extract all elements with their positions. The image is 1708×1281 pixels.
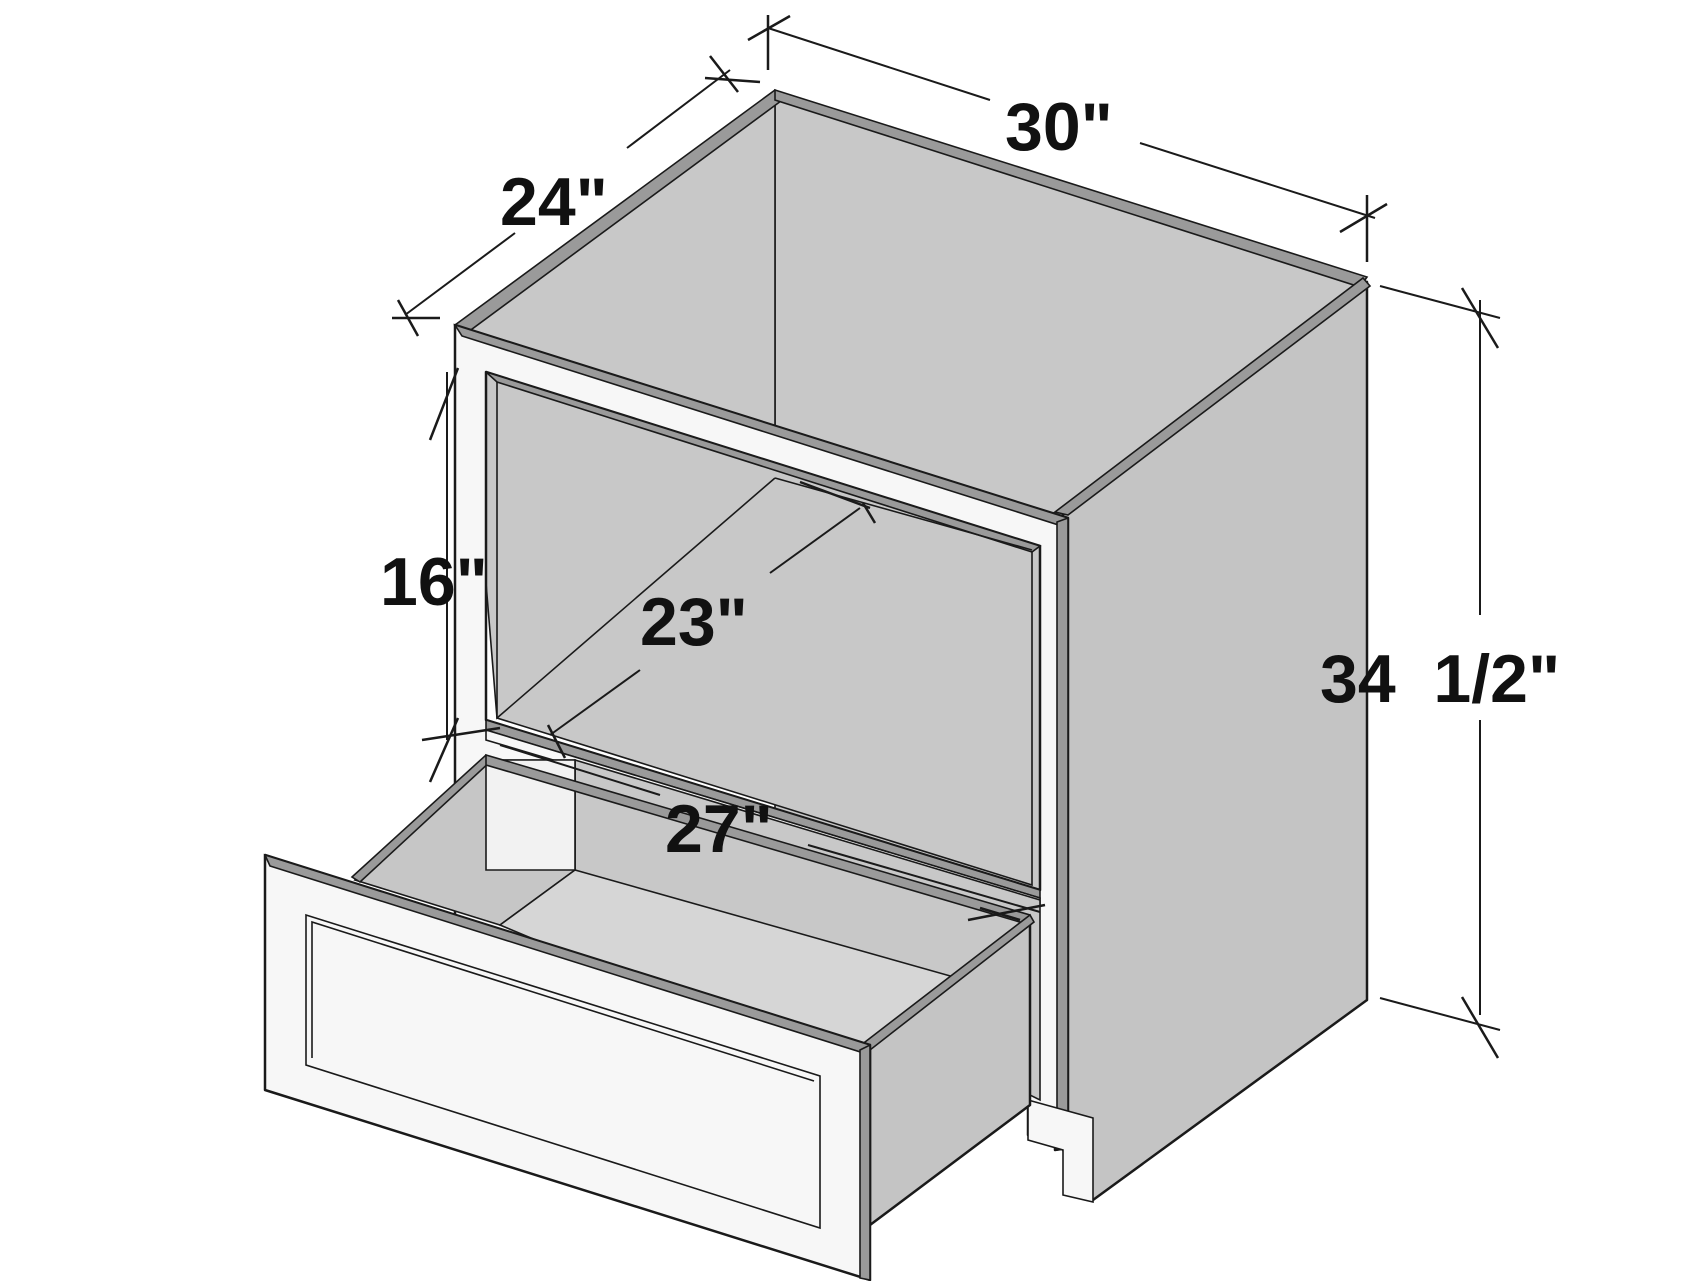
- opening-depth-dim-line-a: [769, 507, 861, 574]
- dimension-lines: [392, 14, 1501, 1059]
- height-label: 34 1/2": [1320, 641, 1560, 717]
- height-ext-top: [1379, 285, 1501, 319]
- opening-height-label: 16": [380, 544, 488, 620]
- opening-depth-dim-line-b: [549, 669, 641, 736]
- opening-width-dim-line-a: [499, 744, 661, 796]
- opening-height-tick-bottom: [428, 717, 460, 783]
- width-dim-line-b: [1139, 142, 1376, 219]
- opening-width-tick-right-b: [979, 906, 1021, 922]
- opening-inner-edge: [485, 371, 1042, 553]
- opening-shelf-back-line: [496, 477, 776, 719]
- drawer: [263, 753, 1041, 1281]
- opening-shelf-rear-line: [774, 477, 1033, 551]
- depth-tick-top-ext: [704, 76, 761, 84]
- depth-dim-line-b: [404, 232, 516, 316]
- opening-depth-label: 23": [640, 584, 748, 660]
- opening-height-ext-bottom: [421, 726, 501, 742]
- drawer-front-right-edge: [859, 1043, 871, 1281]
- height-tick-top: [1460, 287, 1500, 349]
- drawer-recessed-panel: [305, 913, 821, 1230]
- opening-height-tick-top: [428, 367, 460, 441]
- width-label: 30": [1005, 89, 1113, 165]
- opening-width-dim-line-b: [807, 844, 1041, 913]
- depth-tick-top: [709, 55, 739, 93]
- drawer-panel-bevel: [311, 920, 815, 1082]
- face-frame-right-edge: [1056, 516, 1069, 1151]
- opening-depth-tick-top-ext: [799, 480, 871, 510]
- height-tick-bottom: [1460, 996, 1500, 1059]
- opening-width-label: 27": [665, 791, 773, 867]
- depth-dim-line-a: [626, 69, 731, 149]
- width-tick-right: [1339, 202, 1388, 234]
- dimension-labels: 30" 24" 34 1/2" 16" 23" 27": [380, 89, 1560, 867]
- opening-depth-tick-bottom: [546, 724, 567, 759]
- cabinet-toe-kick: [1027, 1098, 1094, 1204]
- opening-width-tick-right: [967, 903, 1046, 922]
- depth-label: 24": [500, 164, 608, 240]
- width-dim-line-a: [767, 27, 991, 101]
- height-ext-bottom: [1379, 997, 1501, 1031]
- cabinet-right-top-edge: [1053, 276, 1372, 516]
